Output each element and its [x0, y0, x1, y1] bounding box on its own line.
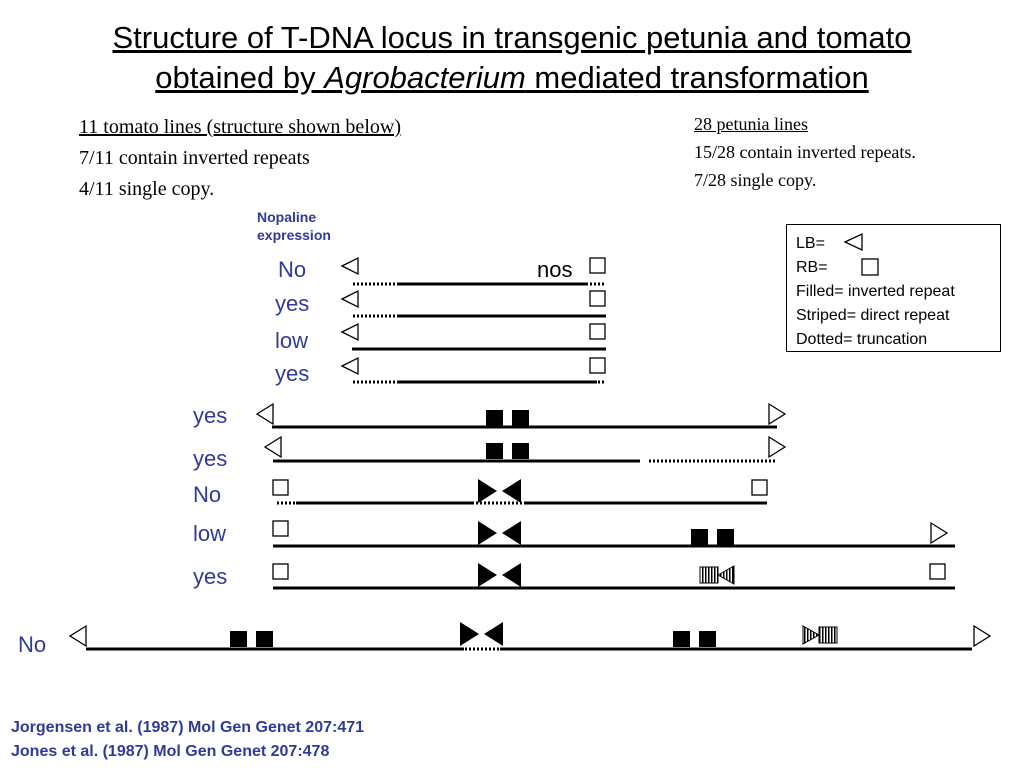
row-3-construct — [340, 322, 606, 351]
legend-filled: Filled= inverted repeat — [796, 283, 955, 300]
rb-border-icon — [751, 479, 768, 496]
inverted-repeat-block — [486, 410, 503, 426]
petunia-stats-line-2: 7/28 single copy. — [694, 170, 817, 190]
inverted-repeat-block — [717, 529, 734, 545]
row-7-construct — [272, 479, 768, 505]
direct-repeat-striped-lb-icon — [716, 565, 735, 585]
row-5-expression: yes — [193, 403, 228, 428]
direct-repeat-striped-block — [699, 566, 719, 584]
inverted-repeat-block — [256, 631, 273, 647]
expression-header-line-2: expression — [257, 227, 331, 243]
direct-repeat-striped-lb-icon — [802, 625, 821, 645]
title-line-1: Structure of T-DNA locus in transgenic p… — [112, 20, 912, 55]
row-3-expression: low — [275, 328, 309, 353]
rb-border-icon — [272, 520, 289, 537]
row-9-expression: yes — [193, 564, 228, 589]
tomato-stats-heading: 11 tomato lines (structure shown below) — [79, 116, 401, 138]
lb-border-icon — [340, 289, 359, 309]
row-6-construct — [263, 435, 787, 463]
petunia-stats-line-1: 15/28 contain inverted repeats. — [694, 142, 916, 162]
legend-lb-icon — [843, 232, 863, 252]
inverted-repeat-block — [691, 529, 708, 545]
tomato-stats: 11 tomato lines (structure shown below) … — [79, 112, 401, 205]
rb-border-icon — [589, 323, 606, 340]
inverted-lb-filled-icon — [478, 479, 497, 503]
rb-border-icon — [589, 290, 606, 307]
reference-1: Jorgensen et al. (1987) Mol Gen Genet 20… — [11, 719, 365, 736]
title-line-2-post: mediated transformation — [525, 60, 869, 95]
lb-border-icon — [768, 402, 787, 426]
inverted-lb-filled-icon — [478, 521, 497, 545]
row-1-construct — [340, 256, 606, 286]
inverted-lb-filled-icon — [460, 622, 479, 646]
tomato-stats-line-2: 4/11 single copy. — [79, 178, 215, 200]
inverted-repeat-block — [486, 443, 503, 459]
inverted-repeat-block — [512, 410, 529, 426]
rb-border-icon — [929, 563, 946, 580]
inverted-lb-filled-icon — [502, 521, 521, 545]
row-2-construct — [340, 289, 606, 318]
legend-box: LB= RB= Filled= inverted repeat Striped=… — [786, 224, 1001, 352]
lb-border-icon — [768, 435, 787, 459]
row-4-expression: yes — [275, 361, 310, 386]
inverted-lb-filled-icon — [502, 563, 521, 587]
lb-border-icon — [973, 624, 992, 648]
legend-striped: Striped= direct repeat — [796, 307, 950, 324]
rb-border-icon — [589, 357, 606, 374]
legend-dotted: Dotted= truncation — [796, 331, 928, 348]
row-2-expression: yes — [275, 291, 310, 316]
nos-gene-label: nos — [537, 257, 573, 282]
lb-border-icon — [255, 402, 274, 426]
petunia-stats-heading: 28 petunia lines — [694, 114, 808, 134]
legend-rb-icon — [861, 258, 879, 276]
lb-border-icon — [263, 435, 282, 459]
expression-column-header: Nopaline expression — [257, 208, 331, 244]
legend-rb: RB= — [796, 259, 828, 276]
row-6-expression: yes — [193, 446, 228, 471]
lb-border-icon — [340, 356, 359, 376]
lb-border-icon — [930, 521, 949, 545]
title-line-2-italic: Agrobacterium — [324, 60, 526, 95]
inverted-repeat-block — [512, 443, 529, 459]
reference-2: Jones et al. (1987) Mol Gen Genet 207:47… — [11, 743, 330, 760]
inverted-repeat-block — [673, 631, 690, 647]
inverted-repeat-block — [699, 631, 716, 647]
page-title: Structure of T-DNA locus in transgenic p… — [0, 18, 1024, 98]
row-4-construct — [340, 356, 606, 384]
legend-lb: LB= — [796, 235, 825, 252]
row-9-construct — [272, 563, 955, 590]
rb-border-icon — [272, 479, 289, 496]
petunia-stats: 28 petunia lines 15/28 contain inverted … — [694, 110, 916, 194]
row-7-expression: No — [193, 482, 222, 507]
lb-border-icon — [68, 624, 87, 648]
lb-border-icon — [340, 322, 359, 342]
row-8-construct — [272, 520, 955, 548]
references: Jorgensen et al. (1987) Mol Gen Genet 20… — [11, 716, 364, 764]
title-line-2: obtained by Agrobacterium mediated trans… — [0, 58, 1024, 98]
row-1-expression: No — [278, 257, 307, 282]
row-10-construct — [68, 622, 992, 651]
rb-border-icon — [272, 563, 289, 580]
tomato-stats-line-1: 7/11 contain inverted repeats — [79, 147, 310, 169]
inverted-repeat-block — [230, 631, 247, 647]
row-8-expression: low — [193, 521, 227, 546]
lb-border-icon — [340, 256, 359, 276]
inverted-lb-filled-icon — [478, 563, 497, 587]
inverted-lb-filled-icon — [484, 622, 503, 646]
expression-header-line-1: Nopaline — [257, 209, 317, 225]
inverted-lb-filled-icon — [502, 479, 521, 503]
rb-border-icon — [589, 257, 606, 274]
row-10-expression: No — [18, 632, 47, 657]
title-line-2-pre: obtained by — [155, 60, 325, 95]
direct-repeat-striped-block — [818, 626, 838, 644]
row-5-construct — [255, 402, 787, 429]
